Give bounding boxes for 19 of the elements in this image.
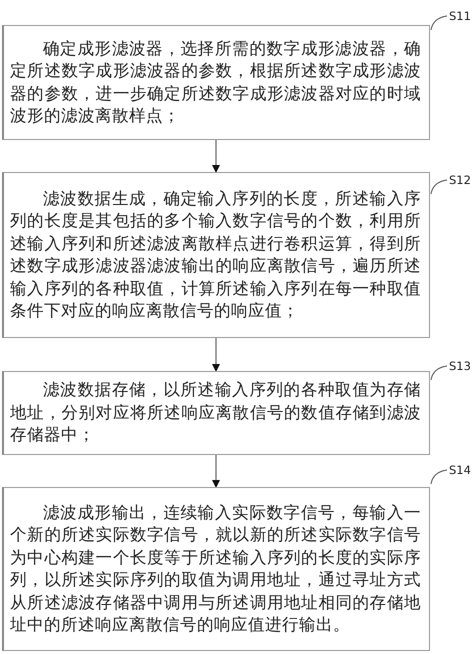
process-box <box>2 172 430 338</box>
step-description: 滤波数据生成，确定输入序列的长度，所述输入序列的长度是其包括的多个输入数字信号的个数，利用所述输入序列和所述滤波离散样点进行卷积运算，得到所述数字成形滤波器滤波输出的响应离散信号，遍历所述输入序列的各种取值，计算所述输入序列在每一种取值条件下对应的响应离散信号的响应值； <box>10 188 421 322</box>
leader-line <box>430 470 448 484</box>
step-description: 滤波数据存储，以所述输入序列的各种取值为存储地址，分别对应将所述响应离散信号的数值存储到滤波存储器中； <box>10 379 421 446</box>
arrow <box>212 454 220 488</box>
process-box <box>2 487 430 651</box>
step-number: S13 <box>449 359 471 373</box>
arrow <box>212 338 220 372</box>
step-description: 确定成形滤波器，选择所需的数字成形滤波器，确定所述数字成形滤波器的参数，根据所述数字成形滤波器的参数，进一步确定所述数字成形滤波器对应的时域波形的滤波离散样点； <box>10 38 421 127</box>
step-description: 滤波成形输出，连续输入实际数字信号，每输入一个新的所述实际数字信号，就以新的所述实际数字信号为中心构建一个长度等于所述输入序列的长度的实际序列，以所述实际序列的取值为调用地址，通过寻址方式从所述滤波存储器中调用与所述调用地址相同的存储地址中的所述响应离散信号的响应值进行输出。 <box>10 502 421 636</box>
leader-line <box>430 180 448 194</box>
arrow <box>212 140 220 173</box>
process-box <box>2 25 430 140</box>
process-box <box>2 371 430 455</box>
leader-line <box>430 16 448 30</box>
step-number: S11 <box>449 9 471 23</box>
step-number: S14 <box>449 463 471 477</box>
leader-line <box>430 366 448 380</box>
step-number: S12 <box>449 173 471 187</box>
